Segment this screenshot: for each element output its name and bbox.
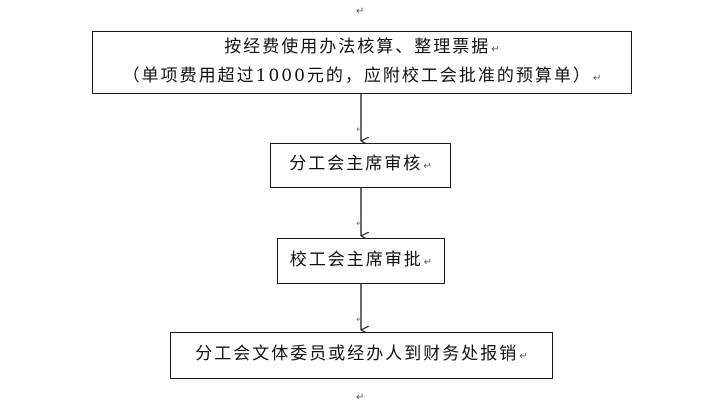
flow-step-4-label: 分工会文体委员或经办人到财务处报销↵ bbox=[195, 344, 528, 364]
flow-step-1-box: 按经费使用办法核算、整理票据↵ （单项费用超过1000元的，应附校工会批准的预算… bbox=[92, 31, 632, 94]
paragraph-mark-connector-1: ↵ bbox=[356, 125, 364, 135]
flow-step-2-box: 分工会主席审核↵ bbox=[270, 143, 451, 188]
flow-step-3-label: 校工会主席审批↵ bbox=[289, 249, 433, 270]
paragraph-mark-top: ↵ bbox=[356, 6, 365, 17]
paragraph-mark-connector-2: ↵ bbox=[356, 219, 364, 229]
flow-step-1-line-1: 按经费使用办法核算、整理票据↵ bbox=[224, 36, 500, 57]
flow-step-1-line-2: （单项费用超过1000元的，应附校工会批准的预算单）↵ bbox=[122, 65, 602, 86]
paragraph-mark-connector-3: ↵ bbox=[356, 315, 364, 325]
flow-step-4-box: 分工会文体委员或经办人到财务处报销↵ bbox=[170, 332, 553, 379]
flow-step-3-box: 校工会主席审批↵ bbox=[277, 238, 445, 284]
flow-step-2-label: 分工会主席审核↵ bbox=[289, 154, 432, 174]
paragraph-mark-bottom: ↵ bbox=[356, 392, 365, 403]
